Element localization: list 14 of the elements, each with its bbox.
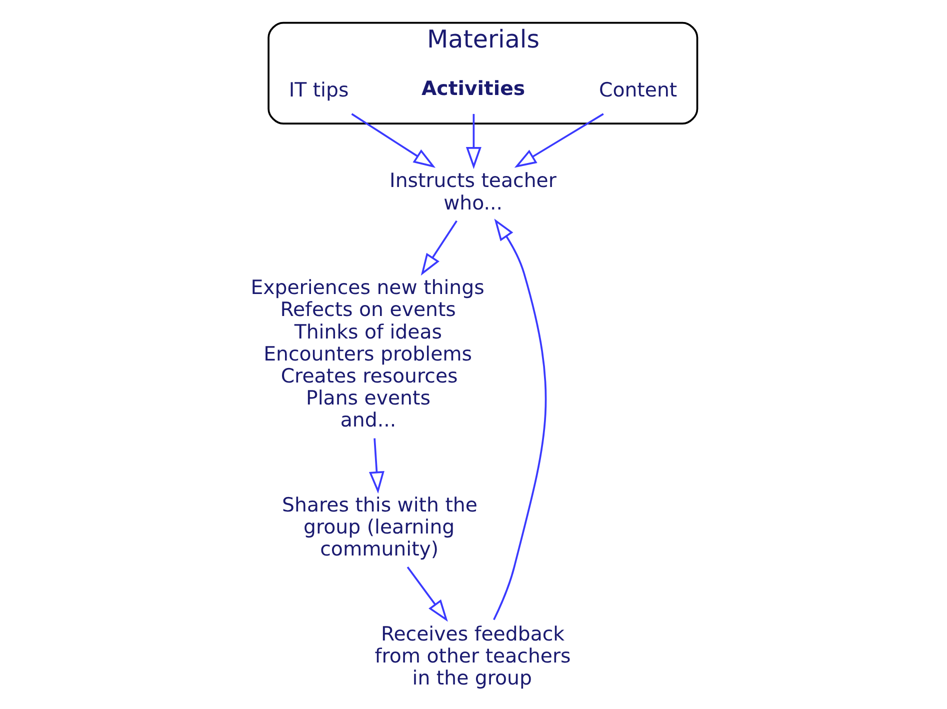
arrow: [350, 113, 436, 168]
node-text: Activities: [420, 77, 525, 100]
node-text: Instructs teacher who...: [389, 169, 556, 214]
arrow: [420, 220, 457, 276]
node-text: Experiences new things Refects on events Thinks of ideas Encounters problems Creates resources Plans events and...: [250, 276, 484, 432]
arrow: [406, 566, 448, 622]
arrow: [368, 438, 384, 494]
node-text: Receives feedback from other teachers in the group: [374, 622, 570, 690]
node-text: IT tips: [288, 78, 348, 102]
node-text: Shares this with the group (learning community): [282, 493, 477, 561]
node-text: Content: [598, 78, 677, 102]
arrow: [514, 113, 604, 168]
arrow: [492, 218, 546, 620]
arrow: [465, 114, 481, 170]
